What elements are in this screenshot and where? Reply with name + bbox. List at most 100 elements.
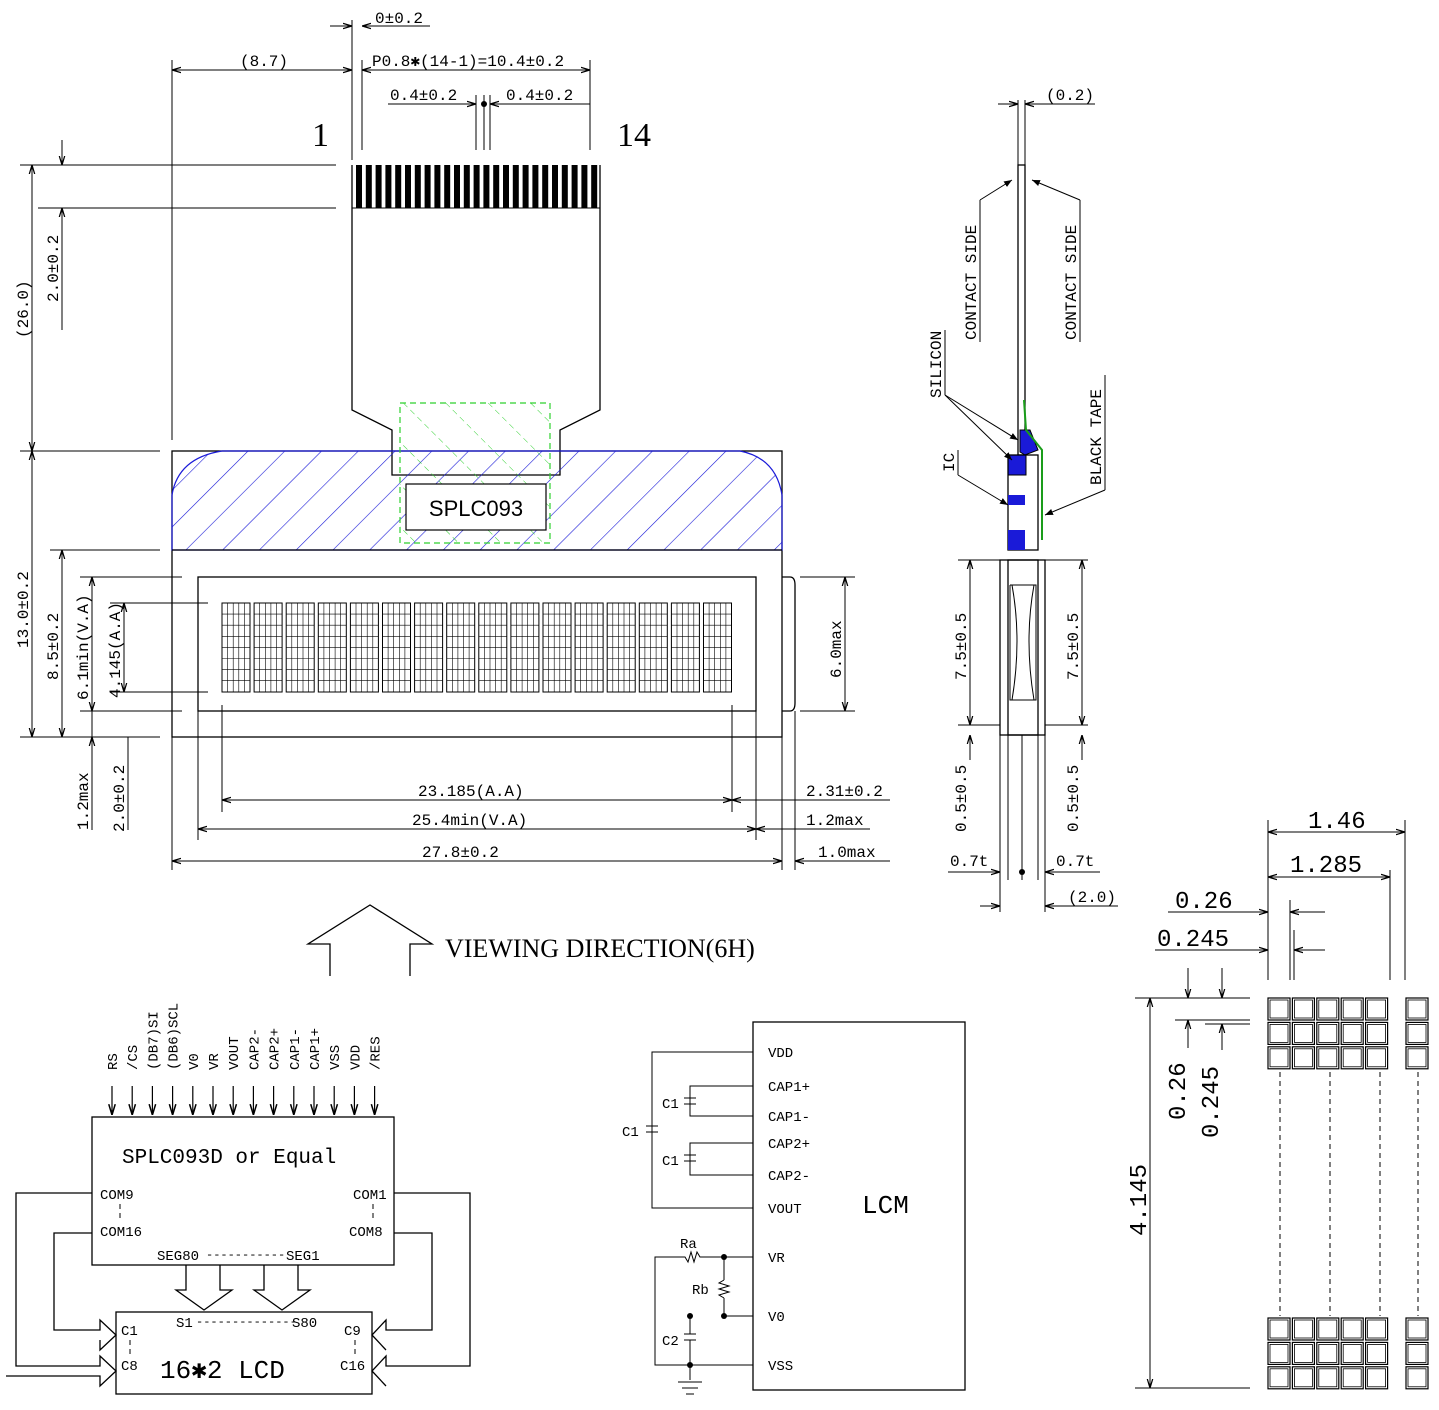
dim-w-inner: 1.285: [1290, 853, 1362, 880]
chip-pin-label: VOUT: [227, 1036, 243, 1070]
chip-label: SPLC093: [429, 496, 523, 521]
contact-finger: [483, 165, 490, 208]
chip-pin-label: CAP1+: [308, 1028, 324, 1070]
chip-pin-label: CAP2+: [268, 1028, 284, 1070]
viewing-direction: VIEWING DIRECTION(6H): [445, 934, 755, 963]
chip-pin-label: /RES: [369, 1036, 385, 1070]
seg80-label: SEG80: [157, 1249, 199, 1265]
dim-height: 4.145: [1127, 1164, 1154, 1236]
pin-first: 1: [312, 117, 329, 154]
character-cells: [221, 602, 732, 693]
character-cell: [703, 602, 732, 693]
front-view: SPLC093 0±0.2 (8.7) P0.8✱(14-1)=10.4±0.2…: [15, 10, 890, 976]
seg-separator: -----------: [206, 1248, 285, 1262]
chip-pin-label: CAP2-: [247, 1028, 263, 1070]
dot: [1340, 997, 1364, 1021]
contact-finger: [552, 165, 558, 208]
contact-finger: [395, 165, 402, 208]
dim-pin-left: 0.4±0.2: [390, 87, 457, 105]
dot: [1340, 1341, 1364, 1366]
contact-finger: [405, 165, 411, 208]
dim-va-total: 8.5±0.2: [45, 613, 63, 680]
dot: [1364, 1341, 1389, 1366]
dot: [1405, 1021, 1429, 1046]
dot: [1340, 1366, 1364, 1390]
c8-label: C8: [121, 1359, 138, 1375]
dim-aa-width: 23.185(A.A): [418, 783, 524, 801]
chip-pin-label: (DB7)SI: [146, 1011, 162, 1070]
dim-vgap2: 0.245: [1199, 1066, 1226, 1138]
dot: [1267, 997, 1291, 1021]
lower-left: 0.5±0.5: [953, 765, 971, 832]
contact-finger: [493, 165, 500, 208]
dim-glass-width: 27.8±0.2: [422, 844, 499, 862]
thick-right: 0.7t: [1056, 853, 1094, 871]
lcm-pin-label: CAP2-: [768, 1169, 810, 1185]
dim-va-width: 25.4min(V.A): [412, 812, 527, 830]
dot: [1267, 1341, 1291, 1366]
contact-finger: [356, 165, 362, 208]
lcm-pin-label: VSS: [768, 1359, 793, 1375]
c9-label: C9: [344, 1324, 361, 1340]
dot: [1340, 1317, 1364, 1341]
chip-pin-label: CAP1-: [288, 1028, 304, 1070]
c1-bottom-label: C1: [662, 1154, 679, 1170]
dot-detail: 1.46 1.285 0.26 0.245 0.26 0.245 4.145: [1127, 809, 1429, 1390]
character-cell: [606, 602, 636, 693]
dot: [1291, 1366, 1316, 1390]
com16-label: COM16: [100, 1225, 142, 1241]
chip-pin-label: V0: [187, 1053, 203, 1070]
character-cell: [253, 602, 283, 693]
pin-last: 14: [617, 117, 651, 154]
black-tape-label: BLACK TAPE: [1088, 389, 1106, 485]
lcm-pin-label: CAP2+: [768, 1137, 810, 1153]
dim-fpc: (0.2): [1046, 87, 1094, 105]
dim-right-offset: 2.31±0.2: [806, 783, 883, 801]
rb-label: Rb: [692, 1283, 709, 1299]
s80-label: S80: [292, 1316, 317, 1332]
contact-side-left: CONTACT SIDE: [963, 225, 981, 340]
contact-finger: [365, 165, 372, 208]
dot: [1291, 997, 1316, 1021]
dot: [1316, 1366, 1340, 1390]
contact-finger: [454, 165, 460, 208]
contact-finger: [444, 165, 451, 208]
c1-label: C1: [121, 1324, 138, 1340]
ic-label: IC: [941, 453, 959, 472]
lcm-pin-label: CAP1-: [768, 1110, 810, 1126]
dim-gap1: 0.26: [1175, 889, 1233, 916]
contact-finger: [532, 165, 539, 208]
silicon-label: SILICON: [928, 331, 946, 398]
s1-label: S1: [176, 1316, 193, 1332]
character-cell: [510, 602, 540, 693]
contact-finger: [473, 165, 480, 208]
contact-finger: [414, 165, 421, 208]
c16-label: C16: [340, 1359, 365, 1375]
dot: [1291, 1046, 1316, 1070]
dim-pin-right: 0.4±0.2: [506, 87, 573, 105]
lcd-label: 16✱2 LCD: [160, 1356, 285, 1386]
contact-finger: [561, 165, 568, 208]
lcm-pin-label: VR: [768, 1251, 785, 1267]
dim-right-max1: 1.2max: [806, 812, 864, 830]
side-view: (0.2) CONTACT SIDE CONTACT SIDE SILICON: [928, 87, 1118, 912]
dot: [1340, 1021, 1364, 1046]
dim-pitch: P0.8✱(14-1)=10.4±0.2: [372, 53, 564, 71]
dim-right-max2: 1.0max: [818, 844, 876, 862]
contact-finger: [581, 165, 588, 208]
dim-left-offset: (8.7): [240, 53, 288, 71]
chip-pin-label: VSS: [328, 1045, 344, 1070]
dot: [1267, 1021, 1291, 1046]
character-cell: [478, 602, 508, 693]
contact-finger: [424, 165, 431, 208]
character-cell: [542, 602, 572, 693]
dim-glass-height: 13.0±0.2: [15, 571, 33, 648]
lcm-pin-label: V0: [768, 1310, 785, 1326]
dot: [1405, 1046, 1429, 1070]
contact-finger: [463, 165, 470, 208]
chip-label-box: [405, 483, 547, 531]
dim-contact-len: 2.0±0.2: [45, 235, 63, 302]
